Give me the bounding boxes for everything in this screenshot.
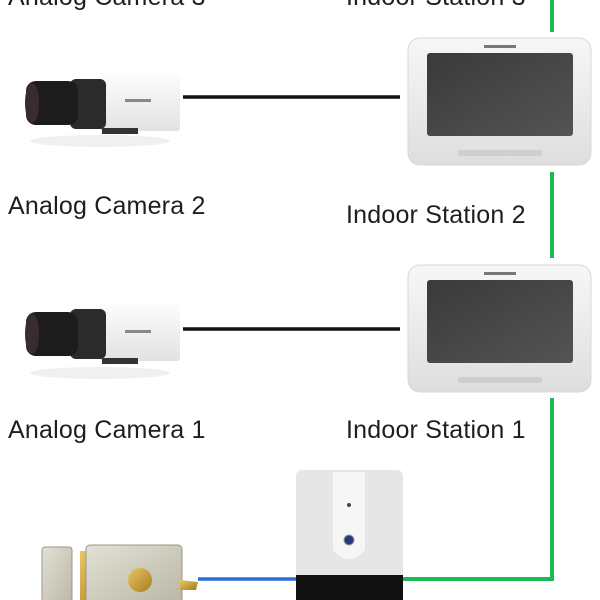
analog-camera-2-icon xyxy=(25,303,180,379)
analog-camera-3-label: Analog Camera 3 xyxy=(8,0,206,12)
analog-camera-2-label: Analog Camera 2 xyxy=(8,192,206,220)
indoor-station-3-label: Indoor Station 3 xyxy=(346,0,526,12)
analog-camera-1-label: Analog Camera 1 xyxy=(8,416,206,444)
green-bus-cable xyxy=(403,0,554,581)
electric-lock-icon xyxy=(41,544,198,600)
indoor-station-3-icon xyxy=(407,37,592,166)
indoor-station-2-icon xyxy=(407,264,592,393)
indoor-station-1-label: Indoor Station 1 xyxy=(346,416,526,444)
analog-camera-3-icon xyxy=(25,73,180,147)
indoor-station-2-label: Indoor Station 2 xyxy=(346,201,526,229)
door-station-icon xyxy=(296,470,403,600)
